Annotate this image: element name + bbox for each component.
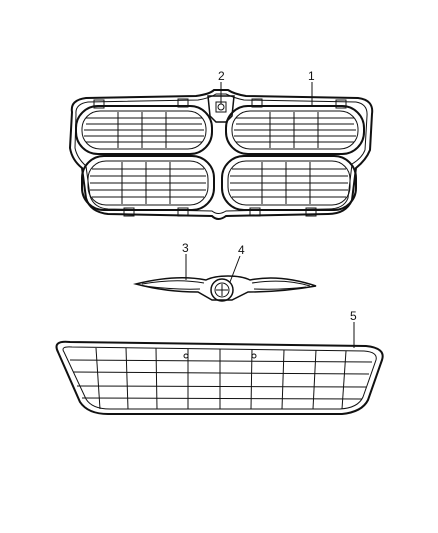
upper-grille-assembly — [68, 89, 374, 220]
grille-opening-top-right — [225, 105, 365, 155]
lower-grille — [55, 340, 384, 415]
mounting-tabs — [93, 98, 347, 217]
grille-opening-bottom-right — [221, 155, 357, 211]
callout-4: 4 — [238, 243, 245, 257]
grille-opening-top-left — [75, 105, 213, 155]
callout-5: 5 — [350, 309, 357, 323]
callout-1: 1 — [308, 69, 315, 83]
leader-lines — [185, 82, 355, 348]
callout-3: 3 — [182, 241, 189, 255]
grille-opening-bottom-left — [81, 155, 215, 211]
molding-with-badge — [135, 275, 317, 302]
callout-2: 2 — [218, 69, 225, 83]
